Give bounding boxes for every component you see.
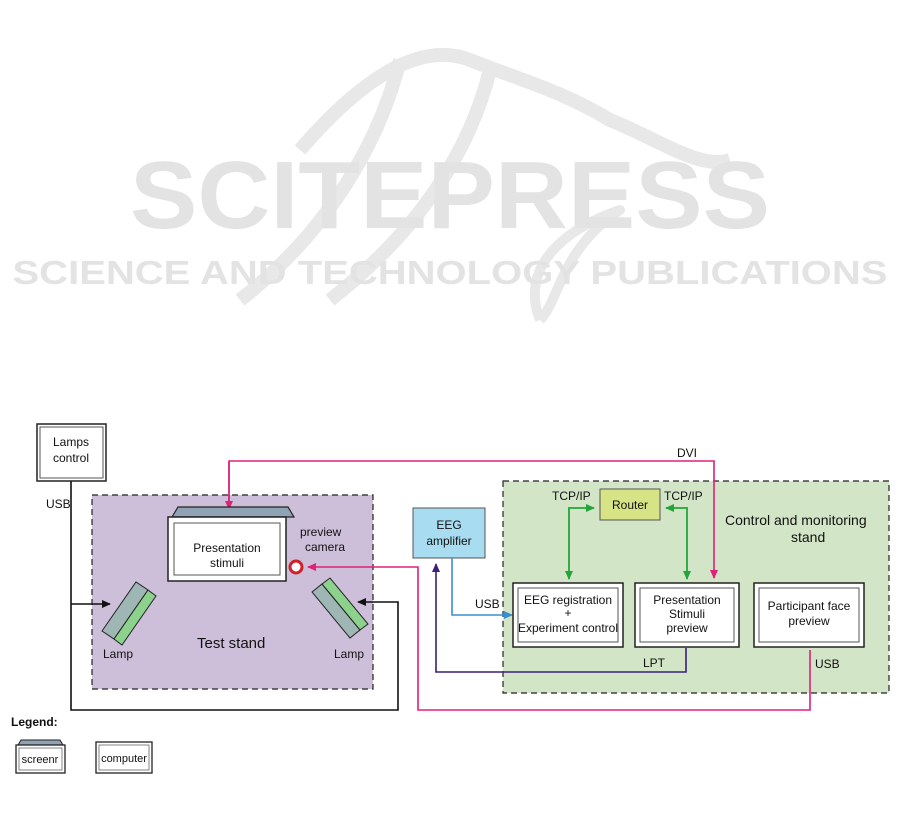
presentation-stimuli-label-2: stimuli — [210, 556, 244, 570]
preview-camera-label-1: preview — [300, 525, 342, 539]
tcp-ip-left-label: TCP/IP — [552, 489, 591, 503]
control-stand-label-1: Control and monitoring — [725, 512, 867, 528]
eeg-amplifier-box — [412, 507, 486, 559]
tcp-right-connection — [665, 504, 691, 580]
tcp-ip-right-label: TCP/IP — [664, 489, 703, 503]
usb-right-label: USB — [815, 657, 840, 671]
lamp-right-icon — [311, 577, 369, 639]
legend-computer: computer — [95, 741, 153, 774]
usb-left-label: USB — [46, 497, 71, 511]
lpt-label: LPT — [643, 656, 666, 670]
router-label: Router — [612, 498, 648, 512]
watermark-book-logo — [235, 47, 733, 324]
eeg-registration-computer: EEG registration + Experiment control — [512, 582, 624, 648]
watermark: SCITEPRESS SCIENCE AND TECHNOLOGY PUBLIC… — [13, 47, 888, 324]
legend-computer-label: computer — [101, 753, 147, 765]
lamp-left-label: Lamp — [103, 647, 133, 661]
lamp-right-label: Lamp — [334, 647, 364, 661]
eeg-registration-label-3: Experiment control — [518, 621, 618, 635]
tcp-left-connection — [565, 504, 595, 580]
participant-preview-label-1: Participant face — [768, 599, 851, 613]
router-box — [599, 488, 661, 521]
lamp-left-icon — [101, 581, 157, 646]
participant-preview-computer: Participant face preview — [753, 582, 865, 648]
test-stand-label: Test stand — [197, 635, 265, 652]
presentation-stimuli-label-1: Presentation — [193, 541, 260, 555]
presentation-preview-label-3: preview — [666, 621, 708, 635]
presentation-preview-computer: Presentation Stimuli preview — [634, 582, 740, 648]
eeg-amplifier-label-1: EEG — [436, 518, 461, 532]
watermark-title: SCITEPRESS — [130, 142, 770, 249]
lamp-wiring — [70, 481, 399, 711]
control-stand-label-2: stand — [791, 529, 825, 545]
preview-camera-icon — [288, 559, 304, 575]
camera-usb-connection — [307, 563, 811, 711]
eeg-registration-label-1: EEG registration — [524, 593, 612, 607]
presentation-preview-label-1: Presentation — [653, 593, 720, 607]
presentation-stimuli-screen: Presentation stimuli — [167, 506, 296, 582]
presentation-preview-label-2: Stimuli — [669, 607, 705, 621]
lamps-control-computer: Lamps control — [36, 423, 107, 482]
legend-screen: screenr — [15, 739, 66, 774]
usb-amp-connection — [451, 558, 513, 619]
watermark-subtitle: SCIENCE AND TECHNOLOGY PUBLICATIONS — [13, 254, 888, 291]
dvi-label: DVI — [677, 446, 697, 460]
preview-camera-label-2: camera — [305, 540, 345, 554]
usb-eeg-label: USB — [475, 597, 500, 611]
legend-screen-label: screenr — [22, 754, 59, 766]
participant-preview-label-2: preview — [788, 614, 830, 628]
lamps-control-label-1: Lamps — [53, 435, 89, 449]
eeg-amplifier-label-2: amplifier — [426, 534, 471, 548]
legend-title: Legend: — [11, 715, 58, 729]
eeg-registration-label-2: + — [564, 606, 571, 620]
lpt-connection — [432, 563, 687, 673]
lamps-control-label-2: control — [53, 451, 89, 465]
